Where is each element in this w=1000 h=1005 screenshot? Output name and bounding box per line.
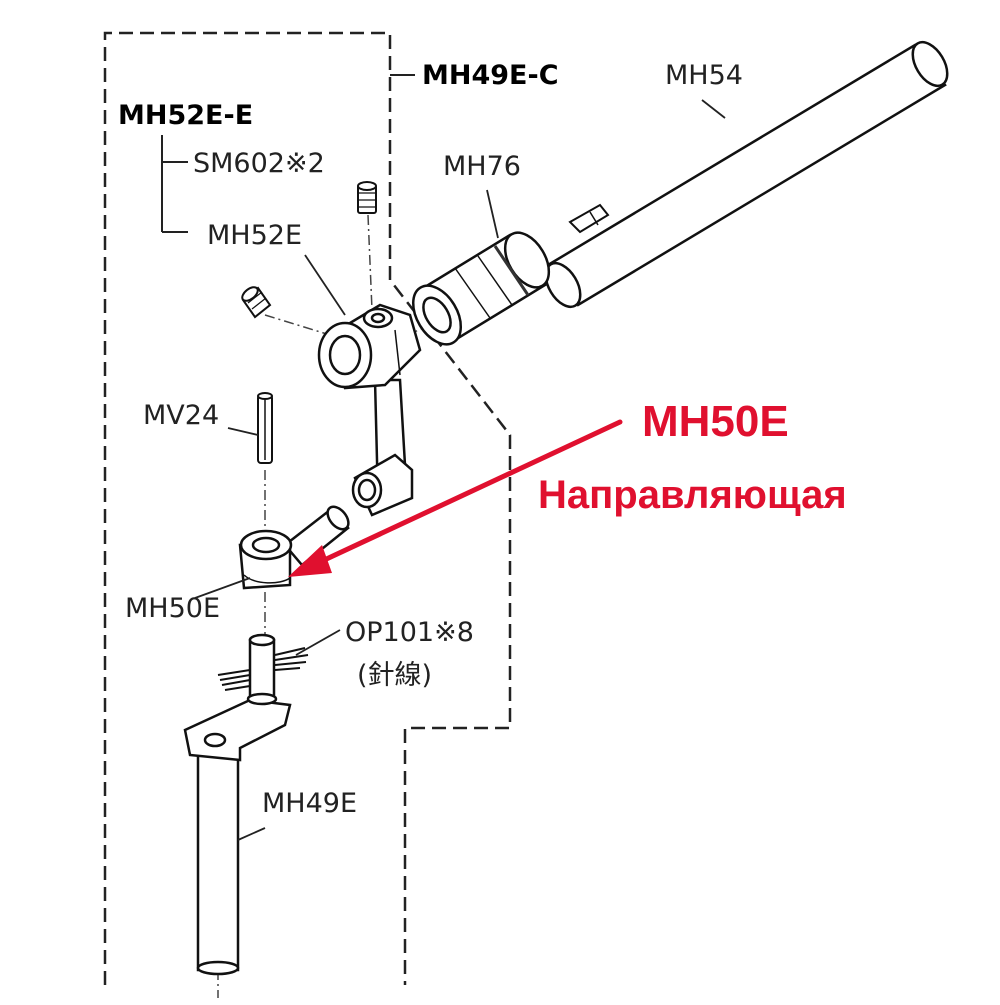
highlight-description: Направляющая bbox=[538, 473, 847, 517]
label-sm602: SM602※2 bbox=[193, 148, 325, 179]
mh49e-bar bbox=[183, 633, 292, 976]
mh52e-e-bracket bbox=[161, 135, 188, 233]
mh52e-lever bbox=[317, 303, 422, 517]
highlight-arrow bbox=[288, 419, 623, 577]
leader-lines bbox=[194, 99, 726, 841]
label-mh49e-c: MH49E-C bbox=[422, 60, 559, 91]
label-mh54: MH54 bbox=[665, 60, 743, 91]
op101-thread bbox=[217, 647, 309, 691]
label-mh50e: MH50E bbox=[125, 593, 220, 624]
label-mh49e: MH49E bbox=[262, 788, 357, 819]
sm602-screw-left bbox=[241, 286, 272, 319]
label-op101-note: (針線) bbox=[357, 660, 432, 691]
mv24-pin bbox=[257, 392, 273, 464]
assembly-boundary bbox=[103, 31, 512, 985]
label-mh52e-e: MH52E-E bbox=[118, 100, 253, 131]
highlight-code: MH50E bbox=[642, 397, 789, 446]
label-mh76: MH76 bbox=[443, 151, 521, 182]
label-mv24: MV24 bbox=[143, 400, 219, 431]
mh54-rod bbox=[544, 40, 949, 309]
mh50e-guide bbox=[238, 505, 350, 590]
sm602-screw-top bbox=[357, 181, 377, 214]
mh76-sleeve bbox=[411, 231, 551, 346]
label-op101: OP101※8 bbox=[345, 617, 474, 648]
label-mh52e: MH52E bbox=[207, 220, 302, 251]
